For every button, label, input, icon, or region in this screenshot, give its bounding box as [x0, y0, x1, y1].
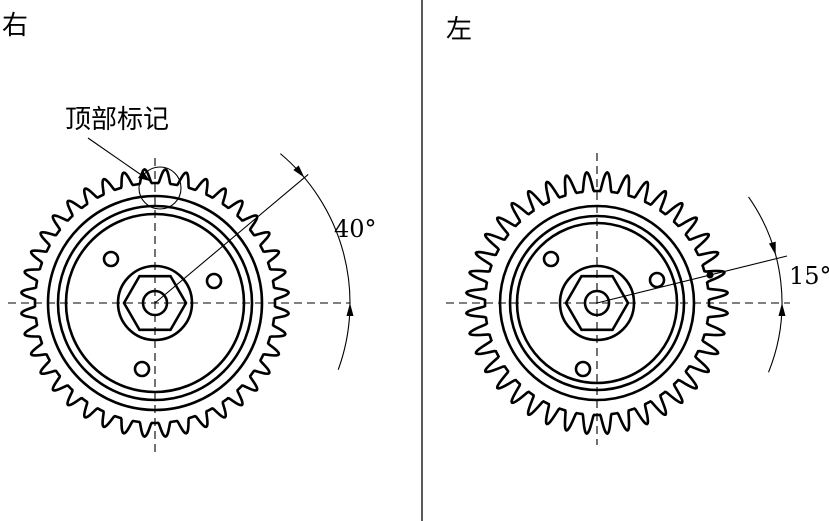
left-middle-ring — [508, 214, 686, 392]
left-sprocket-teeth — [464, 170, 730, 436]
right-bolt-hole — [133, 360, 151, 378]
right-bolt-hole — [205, 272, 223, 290]
right-angle-arc — [279, 153, 351, 370]
left-panel: 左 15° — [446, 15, 829, 445]
left-angle-arrowhead — [768, 241, 776, 256]
right-top-mark-leader — [87, 137, 151, 182]
left-outer-ring — [498, 204, 696, 402]
right-top-mark-label: 顶部标记 — [65, 105, 169, 135]
right-bolt-hole — [102, 250, 120, 268]
right-inner-ring — [64, 212, 246, 394]
left-hub-circle — [558, 264, 636, 342]
left-hub-hex-nut — [564, 274, 630, 332]
right-angle-arrowhead — [346, 303, 354, 316]
left-bolt-hole — [648, 271, 666, 289]
right-sprocket-teeth — [20, 168, 290, 438]
left-center-bore — [583, 289, 611, 317]
right-hub-circle — [116, 264, 194, 342]
right-hub-hex-nut — [122, 274, 188, 332]
left-angle-label: 15° — [789, 262, 829, 290]
left-angle-arrowhead — [778, 303, 786, 316]
left-inner-ring — [515, 221, 679, 385]
right-angle-label: 40° — [334, 215, 377, 243]
left-side-label: 左 — [446, 15, 472, 45]
left-bolt-hole — [574, 360, 592, 378]
right-angle-arrowhead — [293, 165, 305, 178]
right-center-bore — [141, 289, 169, 317]
right-side-label: 右 — [2, 11, 28, 41]
left-angle-reference-line — [596, 255, 788, 304]
right-top-mark-leader-arrowhead — [138, 171, 150, 181]
left-timing-mark-dot — [706, 271, 714, 279]
right-top-mark-circle — [138, 166, 182, 210]
right-middle-ring — [56, 204, 254, 402]
right-angle-reference-line — [154, 174, 309, 304]
right-outer-ring — [46, 194, 264, 412]
left-bolt-hole — [542, 250, 560, 268]
right-panel: 右 顶部标记 40° — [2, 11, 377, 455]
left-angle-arc — [748, 196, 783, 373]
